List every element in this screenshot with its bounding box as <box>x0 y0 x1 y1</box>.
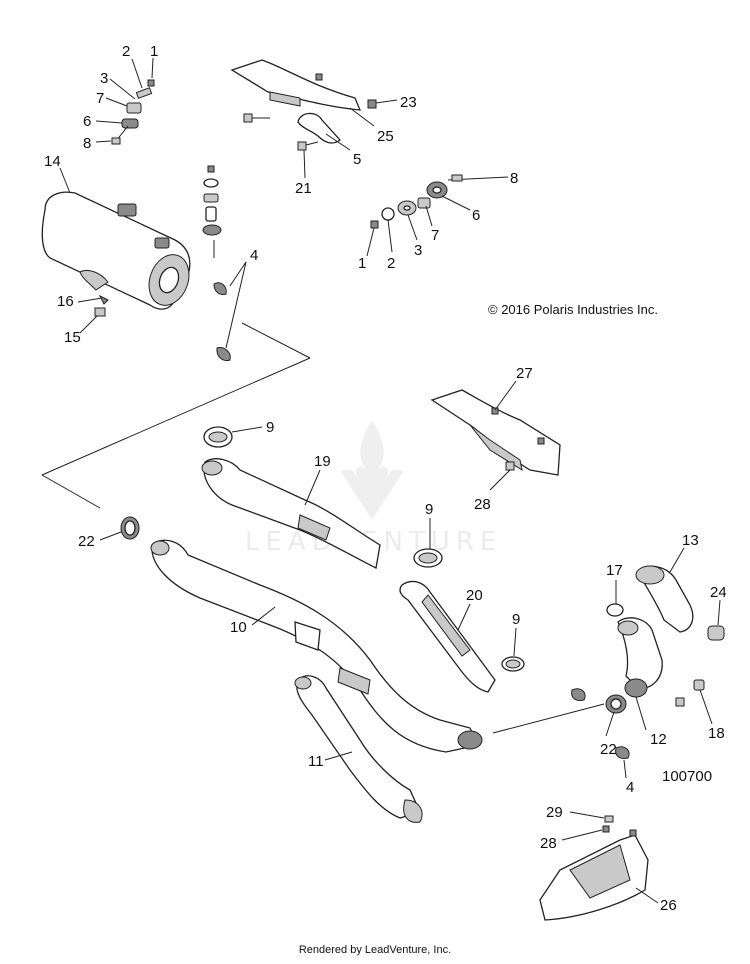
callout-26: 26 <box>660 897 677 914</box>
tailpipe-11 <box>294 675 423 823</box>
rendered-by-footer: Rendered by LeadVenture, Inc. <box>298 944 452 956</box>
callout-18: 18 <box>708 725 725 742</box>
clamp-9-middle <box>413 518 443 568</box>
callout-14: 14 <box>44 153 61 170</box>
callout-28b: 28 <box>540 835 557 852</box>
callout-17: 17 <box>606 562 623 579</box>
muffler-pin-and-bolt <box>77 294 109 334</box>
callout-2b: 2 <box>387 255 395 272</box>
callout-15: 15 <box>64 329 81 346</box>
head-pipe-10 <box>150 539 483 753</box>
callout-4b: 4 <box>626 779 634 796</box>
callout-24: 24 <box>710 584 727 601</box>
callout-22: 22 <box>78 533 95 550</box>
callout-21: 21 <box>295 180 312 197</box>
callout-3b: 3 <box>414 242 422 259</box>
callout-9b: 9 <box>425 501 433 518</box>
callout-23: 23 <box>400 94 417 111</box>
callout-28: 28 <box>474 496 491 513</box>
muffler <box>41 167 191 310</box>
assembly-lines <box>41 322 605 734</box>
mid-pipe-19 <box>201 458 381 569</box>
callout-12: 12 <box>650 731 667 748</box>
callout-7b: 7 <box>431 227 439 244</box>
reference-number: 100700 <box>662 768 712 785</box>
clamp-9-right <box>501 627 525 672</box>
callout-labels: 1 2 3 7 6 8 14 16 15 4 23 25 5 21 8 6 7 … <box>44 43 727 914</box>
callout-8b: 8 <box>510 170 518 187</box>
callout-7: 7 <box>96 90 104 107</box>
callout-5: 5 <box>353 151 361 168</box>
callout-11: 11 <box>308 753 324 770</box>
callout-2: 2 <box>122 43 130 60</box>
callout-10: 10 <box>230 619 247 636</box>
muffler-mount-hardware-lower <box>366 174 509 257</box>
callout-3: 3 <box>100 70 108 87</box>
callout-1: 1 <box>150 43 158 60</box>
callout-4: 4 <box>250 247 258 264</box>
pipe-section-20 <box>399 580 496 693</box>
leadventure-watermark: LEADVENTURE <box>245 420 496 557</box>
callout-9c: 9 <box>512 611 520 628</box>
callout-6: 6 <box>83 113 91 130</box>
callout-27: 27 <box>516 365 533 382</box>
callout-6b: 6 <box>472 207 480 224</box>
callout-19: 19 <box>314 453 331 470</box>
clamp-9-upper <box>203 426 263 448</box>
upper-heat-shield-bracket <box>230 59 398 179</box>
callout-1b: 1 <box>358 255 366 272</box>
callout-20: 20 <box>466 587 483 604</box>
callout-29: 29 <box>546 804 563 821</box>
muffler-mount-hardware-upper <box>95 57 155 145</box>
gasket-22-left <box>99 516 140 541</box>
callout-8: 8 <box>83 135 91 152</box>
callout-9: 9 <box>266 419 274 436</box>
callout-25: 25 <box>377 128 394 145</box>
copyright-notice: © 2016 Polaris Industries Inc. <box>488 302 658 317</box>
exhaust-manifold-assembly <box>571 547 725 779</box>
callout-22b: 22 <box>600 741 617 758</box>
isolator-mount-stack <box>202 165 247 361</box>
callout-16: 16 <box>57 293 74 310</box>
heat-shield-26 <box>539 811 659 921</box>
callout-13: 13 <box>682 532 699 549</box>
heat-shield-27 <box>430 380 561 491</box>
